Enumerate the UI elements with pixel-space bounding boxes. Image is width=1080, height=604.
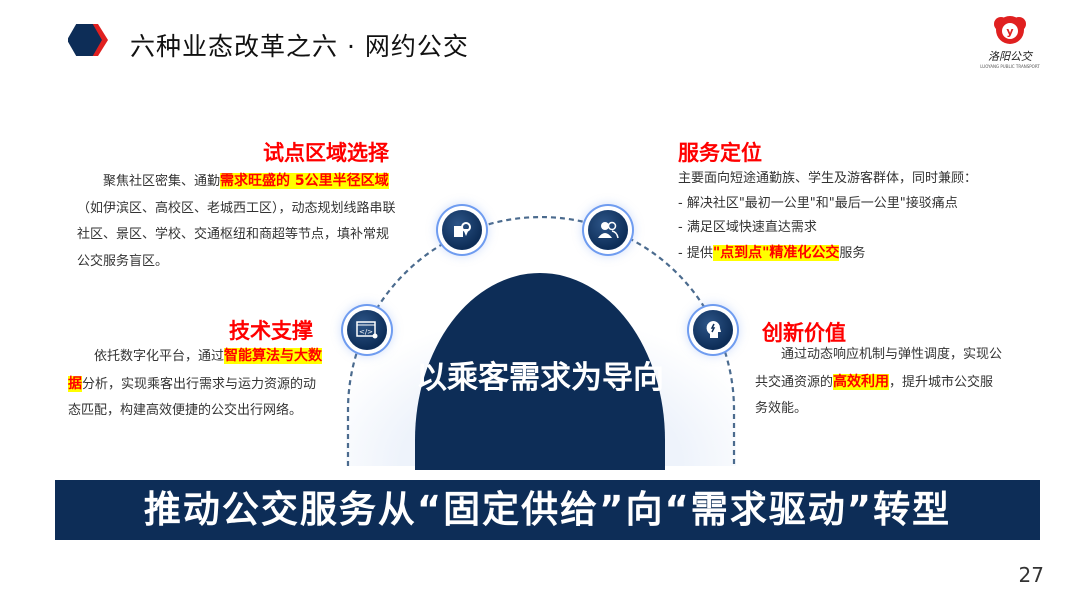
pilot-text-2: （如伊滨区、高校区、老城西工区），动态规划线路串联社区、景区、学校、交通枢纽和商… — [77, 200, 396, 269]
logo: y 洛阳公交 LUOYANG PUBLIC TRANSPORT — [975, 14, 1045, 69]
page-number: 27 — [1018, 563, 1044, 587]
tech-text-2: 分析，实现乘客出行需求与运力资源的动态匹配，构建高效便捷的公交出行网络。 — [68, 376, 317, 419]
logo-flower-icon: y — [994, 16, 1026, 44]
summary-banner: 推动公交服务从“固定供给”向“需求驱动”转型 — [55, 480, 1040, 540]
service-bullet: - 解决社区"最初一公里"和"最后一公里"接驳痛点 — [678, 195, 958, 211]
tech-heading: 技术支撑 — [229, 319, 313, 343]
service-bullet-post: 服务 — [839, 245, 866, 261]
service-highlight: "点到点"精准化公交 — [712, 244, 840, 261]
users-icon — [588, 210, 628, 250]
center-label: 以乘客需求为导向 — [416, 360, 664, 396]
service-bullet: - 提供"点到点"精准化公交服务 — [678, 241, 998, 267]
service-text: 主要面向短途通勤族、学生及游客群体，同时兼顾： - 解决社区"最初一公里"和"最… — [678, 167, 998, 266]
service-intro: 主要面向短途通勤族、学生及游客群体，同时兼顾： — [678, 171, 978, 186]
header-hexagon-icon — [68, 24, 108, 56]
map-pin-icon — [442, 210, 482, 250]
innovation-highlight: 高效利用 — [833, 373, 890, 390]
service-bullet: - 满足区域快速直达需求 — [678, 220, 817, 235]
innovation-text: 通过动态响应机制与弹性调度，实现公共交通资源的高效利用，提升城市公交服务效能。 — [755, 342, 1003, 423]
pilot-text-1: 聚焦社区密集、通勤 — [103, 174, 221, 189]
tech-text: 依托数字化平台，通过智能算法与大数据分析，实现乘客出行需求与运力资源的动态匹配，… — [68, 343, 323, 425]
pilot-heading: 试点区域选择 — [263, 141, 389, 165]
innovation-text-2: ，提升城市公交服务效能。 — [755, 374, 994, 417]
page-title: 六种业态改革之六 · 网约公交 — [130, 32, 469, 61]
logo-subtext: LUOYANG PUBLIC TRANSPORT — [980, 64, 1040, 69]
code-window-icon: </> — [347, 310, 387, 350]
innovation-text-1: 通过动态响应机制与弹性调度，实现公共交通资源的 — [755, 347, 1003, 390]
service-heading: 服务定位 — [678, 141, 762, 165]
service-bullet-pre: - 提供 — [678, 245, 713, 261]
pilot-highlight: 需求旺盛的 5公里半径区域 — [220, 173, 389, 189]
innovation-heading: 创新价值 — [762, 321, 846, 345]
svg-text:</>: </> — [359, 328, 373, 336]
svg-text:y: y — [1006, 25, 1013, 38]
tech-text-1: 依托数字化平台，通过 — [94, 349, 225, 364]
center-dome — [415, 273, 665, 470]
lightbulb-head-icon — [693, 310, 733, 350]
pilot-text: 聚焦社区密集、通勤需求旺盛的 5公里半径区域 （如伊滨区、高校区、老城西工区），动… — [77, 168, 399, 275]
logo-text: 洛阳公交 — [988, 50, 1032, 63]
